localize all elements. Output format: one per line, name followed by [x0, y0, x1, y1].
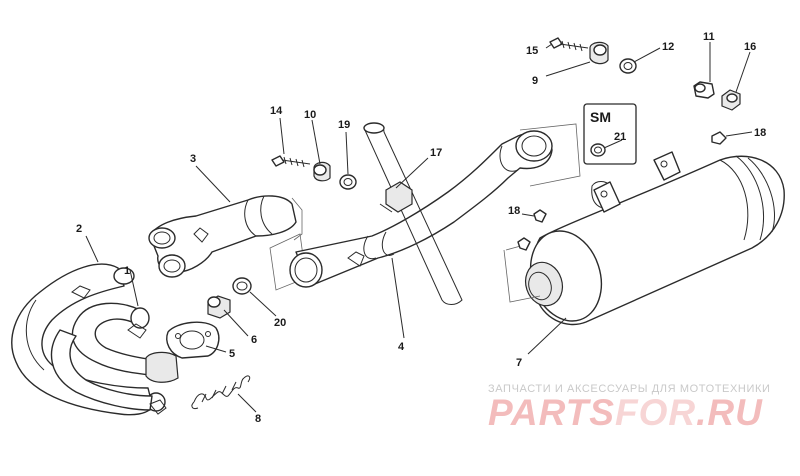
leader-lines: [85, 42, 753, 413]
bracket-17: [379, 181, 413, 213]
washer-21: [590, 143, 606, 157]
clip-18-top: [711, 131, 727, 145]
callout-17: 17: [430, 147, 442, 159]
callout-9: 9: [532, 75, 538, 87]
sm-inset: SM: [583, 103, 637, 165]
callout-20: 20: [274, 317, 286, 329]
callout-12: 12: [662, 41, 674, 53]
watermark-logo-part2: FOR: [614, 392, 697, 433]
nut-16: [721, 89, 741, 111]
callout-18-left: 18: [508, 205, 520, 217]
watermark-logo-part3: .RU: [696, 392, 763, 433]
washer-12: [619, 58, 637, 74]
header-2-flange: [113, 267, 135, 285]
header-1-flange: [130, 307, 150, 329]
watermark-logo-part1: PARTS: [488, 392, 615, 433]
sm-inset-label: SM: [590, 109, 611, 125]
washer-19: [339, 174, 357, 190]
spring-8: [191, 375, 251, 409]
clip-18-left: [517, 209, 547, 251]
callout-5: 5: [229, 348, 235, 360]
watermark-caption: ЗАПЧАСТИ И АКСЕССУАРЫ ДЛЯ МОТОТЕХНИКИ: [488, 383, 771, 395]
callout-6: 6: [251, 334, 257, 346]
spacer-10: [313, 161, 331, 182]
flange-gasket-5: [166, 321, 220, 359]
callout-4: 4: [398, 341, 405, 353]
callout-10: 10: [304, 109, 316, 121]
callout-3: 3: [190, 153, 196, 165]
callout-15: 15: [526, 45, 538, 57]
mid-pipe-4: [289, 130, 553, 288]
header-pipe-1: [50, 302, 179, 415]
frame-strut: [363, 122, 463, 305]
callout-7: 7: [516, 357, 522, 369]
muffler-7: [524, 151, 785, 326]
callout-2: 2: [76, 223, 82, 235]
callout-1: 1: [124, 265, 130, 277]
callout-18-top: 18: [754, 127, 766, 139]
callout-19: 19: [338, 119, 350, 131]
callout-16: 16: [744, 41, 756, 53]
callout-21: 21: [614, 131, 626, 143]
callout-14: 14: [270, 105, 283, 117]
watermark-logo: PARTSFOR.RU: [488, 392, 763, 434]
bolt-11: [693, 81, 715, 99]
washer-20: [232, 277, 252, 295]
callout-labels: 2 1 3 4 5 6 7 8 9 10 11 12 14 15 16 17 1…: [76, 31, 766, 425]
y-collector-3: [148, 195, 303, 278]
bolt-15: [549, 37, 589, 52]
callout-11: 11: [703, 31, 715, 43]
stud-nut-6: [207, 295, 231, 319]
grommet-9: [589, 41, 609, 65]
callout-8: 8: [255, 413, 261, 425]
bolt-14: [271, 155, 311, 168]
